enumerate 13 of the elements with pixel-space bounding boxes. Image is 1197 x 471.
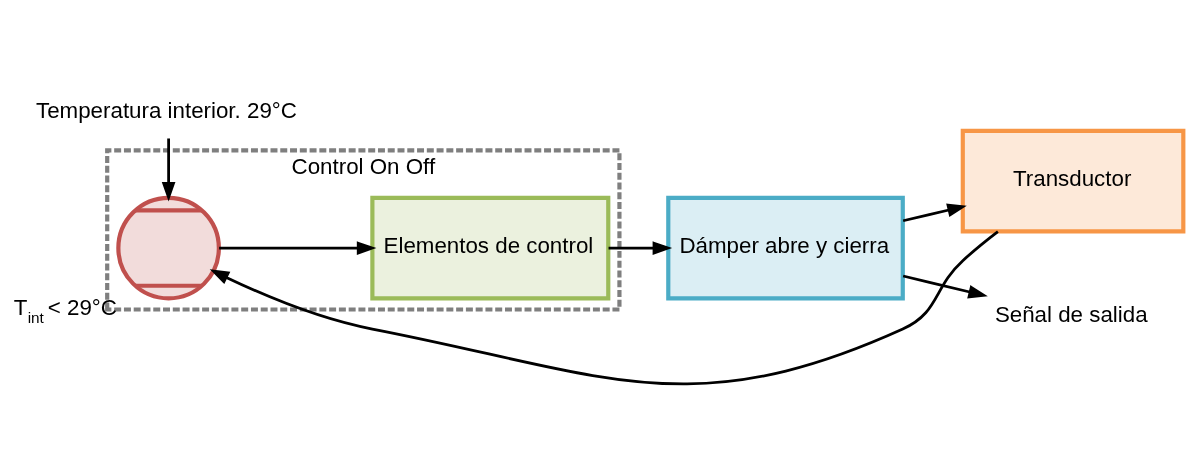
arrow [902,203,967,222]
node-box: Transductor [960,128,1186,233]
node-text: Señal de salida [994,301,1148,327]
arrow [608,240,673,255]
arrow [161,138,176,202]
node-box: Dámper abre y cierra [666,195,905,300]
arrow [209,230,999,385]
arrow [219,240,377,255]
node-circle [116,195,221,300]
node-text: Temperatura interior. 29°C [36,97,297,123]
node-box: Elementos de control [370,195,611,300]
arrow [902,274,988,298]
node-label: T$_{int}$ < 29°C [13,294,117,326]
